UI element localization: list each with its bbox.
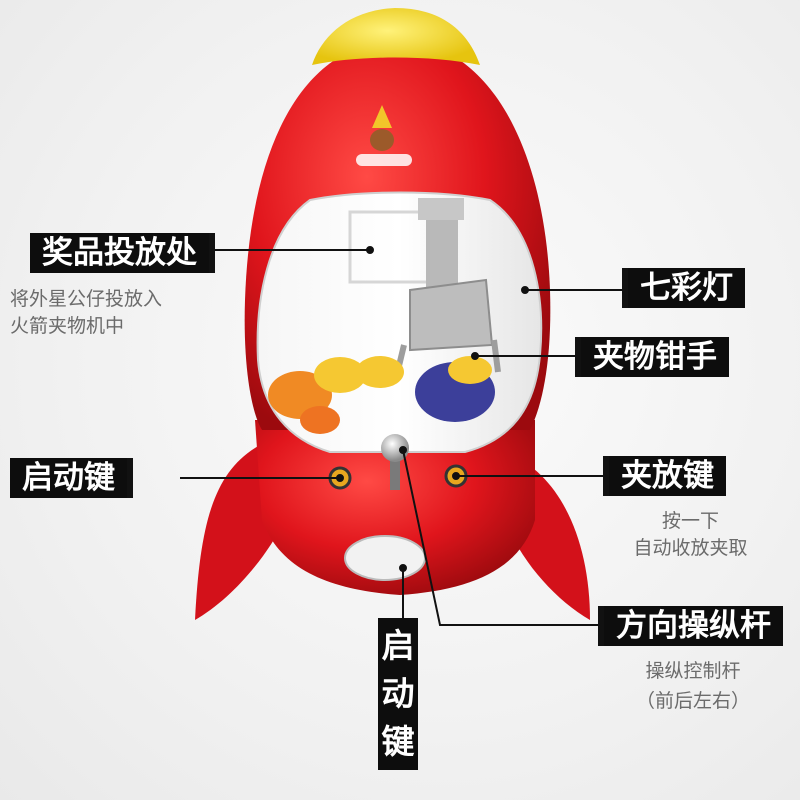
brand-logo	[356, 105, 412, 166]
rocket-nose	[312, 8, 480, 65]
claw-head	[409, 278, 494, 352]
grab-key-note-line2: 自动收放夹取	[633, 537, 748, 559]
joystick-knob	[381, 434, 409, 462]
rocket-base	[255, 420, 535, 595]
callout-start-key-left: 启动键	[10, 458, 133, 498]
start-key-bottom-char-3: 键	[381, 722, 415, 761]
callout-rainbow-light: 七彩灯	[622, 268, 745, 308]
toy-pile	[268, 356, 495, 434]
callout-grab-key: 夹放键	[603, 456, 726, 496]
prize-drop-note-line2: 火箭夹物机中	[10, 315, 125, 337]
callout-claw: 夹物钳手	[575, 337, 729, 377]
start-key-bottom-char-2: 动	[381, 674, 415, 713]
claw-arm	[418, 198, 464, 220]
callout-joystick: 方向操纵杆	[598, 606, 783, 646]
callout-prize-drop: 奖品投放处	[30, 233, 215, 273]
grab-key-note-line1: 按一下	[661, 510, 719, 532]
prize-drop-note-line1: 将外星公仔投放入	[10, 288, 163, 310]
joystick-note-line1: 操纵控制杆	[645, 660, 741, 682]
joystick-note-line2: （前后左右）	[635, 690, 750, 712]
start-key-bottom-char-1: 启	[381, 626, 415, 665]
callout-start-key-bottom: 启 动 键	[378, 618, 418, 770]
base-window	[344, 535, 426, 581]
leader-lines	[180, 246, 622, 626]
